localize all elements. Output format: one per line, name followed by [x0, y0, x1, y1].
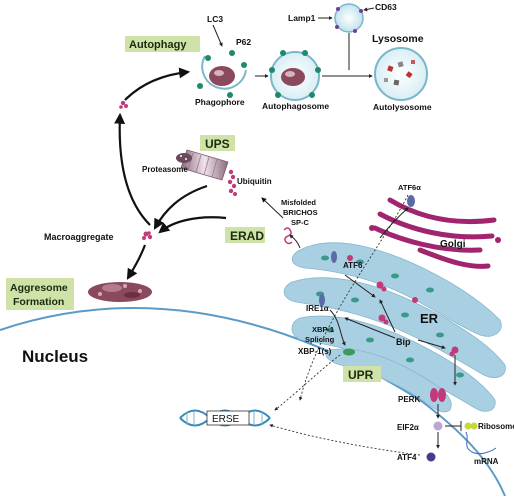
misfolded-label-2: BRICHOS: [283, 208, 318, 217]
ups-label: UPS: [205, 137, 230, 151]
atf4-protein: [426, 452, 436, 462]
xbp1s-label: XBP-1(s): [298, 347, 332, 356]
ribosome-label: Ribosome: [478, 422, 514, 431]
er-proteins: [316, 255, 464, 378]
nucleus-label: Nucleus: [22, 347, 88, 366]
phagophore-label: Phagophore: [195, 97, 245, 107]
atf6-label: ATF6: [343, 261, 363, 270]
autolysosome: [374, 47, 428, 101]
ire1a-to-xbp1s-arrow: [329, 309, 346, 346]
mrna-strand: [465, 431, 497, 455]
lc3-label: LC3: [207, 14, 223, 24]
ubiquitin-label: Ubiquitin: [237, 177, 272, 186]
cd63-label: CD63: [375, 2, 397, 12]
aggresome-box: [6, 278, 74, 310]
proteasome: [176, 149, 229, 181]
erse-label: ERSE: [212, 414, 240, 425]
misfolded-to-ubiquitin-arrow: [261, 197, 284, 219]
ups-to-macroaggregate-arrow: [153, 184, 208, 230]
perk-label: PERK: [398, 395, 420, 404]
er-misfolded-proteins: [347, 255, 459, 357]
xbp1s-protein: [343, 348, 355, 356]
golgi-vesicle: [369, 225, 375, 231]
atf6a-label: ATF6α: [398, 183, 421, 192]
bip-to-ire1-arrow: [344, 317, 396, 339]
autophagosome: [269, 50, 321, 101]
aggregate-to-phagophore-arrow: [124, 67, 191, 101]
xbp1s-to-erse-arrow: [274, 354, 341, 411]
macroaggregate-to-aggresome-arrow: [126, 244, 147, 280]
atf6a-to-erse-arrow: [298, 194, 409, 401]
ups-box: [200, 135, 235, 151]
aggresome-label-2: Formation: [13, 296, 64, 308]
phagophore: [197, 50, 247, 98]
golgi-label: Golgi: [440, 239, 466, 250]
upr-box: [343, 366, 381, 382]
macroaggregate-to-autophagy-arrow: [114, 112, 151, 226]
autophagy-box: [125, 36, 200, 52]
macroaggregate-label: Macroaggregate: [44, 232, 114, 242]
autolysosome-label: Autolysosome: [373, 102, 432, 112]
er-label: ER: [420, 311, 439, 326]
atf4-label: ATF4: [397, 453, 417, 462]
erad-box: [225, 227, 265, 243]
erad-label: ERAD: [230, 229, 264, 243]
aggresome-label-1: Aggresome: [10, 282, 68, 294]
misfolded-label-1: Misfolded: [281, 198, 316, 207]
bip-to-atf6-arrow: [379, 299, 396, 333]
small-aggregate-icon: [119, 100, 128, 109]
er-to-misfolded-arrow: [289, 234, 301, 249]
xbp1-label-1: XBP-1: [312, 325, 334, 334]
autophagosome-label: Autophagosome: [262, 101, 329, 111]
atf6-to-golgi-arrow: [379, 207, 409, 239]
macroaggregate-icon: [142, 231, 153, 240]
xbp1-label-2: Splicing: [305, 335, 335, 344]
erse-dna: [179, 409, 271, 427]
ire1a-label: IRE1α: [306, 304, 329, 313]
eif2a-label: EIF2α: [397, 423, 419, 432]
p62-label: P62: [236, 37, 251, 47]
golgi: [372, 197, 497, 269]
atf4-to-erse-arrow: [269, 424, 421, 456]
autophagy-label: Autophagy: [129, 39, 187, 51]
misfolded-protein: [283, 227, 293, 245]
perk-protein: [430, 388, 438, 402]
upr-label: UPR: [348, 368, 374, 382]
atf6a-fragment: [407, 195, 415, 207]
lysosome-label: Lysosome: [372, 33, 424, 45]
mrna-label: mRNA: [474, 457, 499, 466]
ubiquitin-to-macroaggregate-arrow: [158, 216, 227, 234]
lc3-arrow: [212, 24, 223, 47]
aggresome: [88, 282, 152, 302]
ire1a-protein: [319, 294, 325, 306]
atf6-protein: [331, 251, 337, 263]
lamp1-label: Lamp1: [288, 13, 316, 23]
ribosome-icon: [464, 422, 478, 430]
lysosome: [334, 3, 364, 33]
eif2a-protein: [433, 421, 443, 431]
cd63-arrow: [363, 7, 375, 12]
ubiquitin-chain: [227, 169, 237, 196]
misfolded-label-3: SP-C: [291, 218, 310, 227]
proteasome-label: Proteasome: [142, 165, 188, 174]
atf6-activation-arrow: [344, 274, 376, 298]
bip-to-perk-arrow: [417, 339, 446, 350]
bip-label: Bip: [396, 337, 411, 347]
perk-protein: [438, 388, 446, 402]
golgi-vesicle: [495, 237, 501, 243]
